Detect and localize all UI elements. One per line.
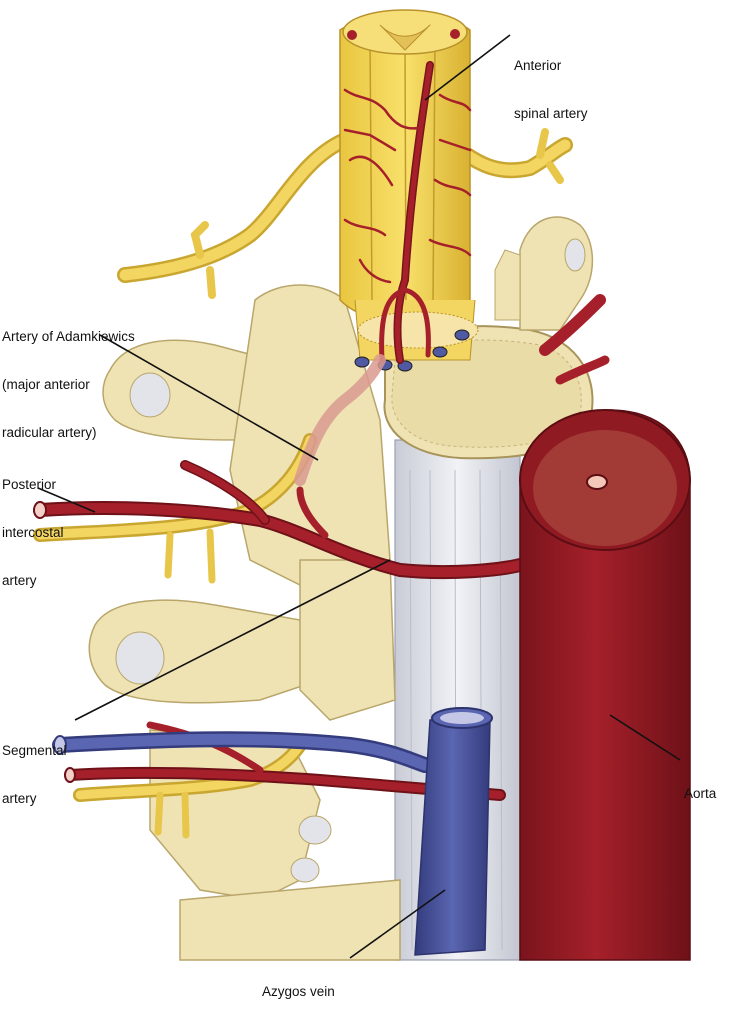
- label-line: Azygos vein: [262, 984, 335, 999]
- label-anterior-spinal-artery: Anterior spinal artery: [514, 26, 588, 138]
- leader-aorta: [609, 714, 681, 761]
- leader-lines: [37, 34, 681, 959]
- label-line: (major anterior: [2, 377, 90, 392]
- label-line: Segmental: [2, 743, 67, 758]
- nerve-roots: [33, 128, 573, 839]
- label-line: intercostal: [2, 525, 64, 540]
- label-line: radicular artery): [2, 425, 97, 440]
- label-aorta: Aorta: [684, 754, 716, 818]
- label-line: artery: [2, 573, 37, 588]
- label-line: spinal artery: [514, 106, 588, 121]
- spinal-cord: [339, 9, 479, 372]
- label-artery-of-adamkiewicz: Artery of Adamkiewics (major anterior ra…: [2, 297, 135, 457]
- anterior-spinal-artery: [343, 61, 472, 364]
- label-line: artery: [2, 791, 37, 806]
- leader-adamkiewicz: [99, 334, 319, 461]
- label-line: Anterior: [514, 58, 562, 73]
- anatomy-diagram: Anterior spinal artery Artery of Adamkie…: [2, 9, 716, 999]
- artery-of-adamkiewicz: [294, 354, 386, 486]
- leader-azygos: [349, 889, 446, 959]
- label-posterior-intercostal-artery: Posterior intercostal artery: [2, 445, 64, 605]
- azygos-vein: [52, 707, 493, 956]
- leader-anterior-spinal-artery: [424, 34, 511, 101]
- leader-segmental: [74, 559, 391, 721]
- label-line: Artery of Adamkiewics: [2, 329, 135, 344]
- middle-vertebra: [88, 559, 396, 721]
- label-line: Posterior: [2, 477, 57, 492]
- leader-posterior-intercostal: [37, 487, 96, 513]
- label-azygos-vein: Azygos vein: [262, 952, 335, 1016]
- illustration: [33, 9, 691, 961]
- label-segmental-artery: Segmental artery: [2, 711, 67, 823]
- label-line: Aorta: [684, 786, 717, 801]
- aorta: [519, 409, 691, 961]
